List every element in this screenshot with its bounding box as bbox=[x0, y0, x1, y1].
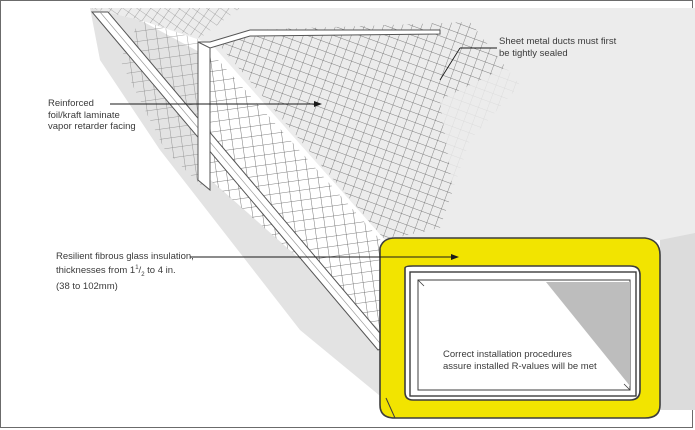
reinforced-facing-label-line-1: Reinforced bbox=[48, 98, 94, 109]
fraction-separator: / bbox=[138, 264, 142, 276]
fraction-denominator: 2 bbox=[141, 271, 145, 278]
insulation-label-line-3: (38 to 102mm) bbox=[56, 281, 118, 293]
insulation-thickness-prefix: thicknesses from 1 bbox=[56, 264, 136, 276]
insulation-label-line-2: thicknesses from 11/2 to 4 in. bbox=[56, 263, 194, 282]
sheet-metal-label: Sheet metal ducts must first be tightly … bbox=[499, 36, 616, 59]
procedures-label-line-1: Correct installation procedures bbox=[443, 349, 572, 360]
sheet-metal-label-line-2: be tightly sealed bbox=[499, 47, 568, 59]
insulation-thickness-suffix: to 4 in. bbox=[144, 264, 176, 276]
facing-mesh-top bbox=[220, 22, 520, 240]
leader-arrows bbox=[314, 101, 459, 260]
sheet-metal-label-line-1: Sheet metal ducts must first bbox=[499, 36, 617, 47]
reinforced-facing-label-line-2: foil/kraft laminate bbox=[48, 109, 120, 121]
facing-mesh-side bbox=[200, 40, 385, 330]
insulation-label: Resilient fibrous glass insulation, thic… bbox=[56, 251, 194, 293]
leader-lines bbox=[110, 47, 497, 258]
reinforced-facing-label-line-3: vapor retarder facing bbox=[48, 121, 136, 132]
duct-interior-shadow bbox=[546, 282, 630, 386]
insulation-layer bbox=[379, 237, 661, 419]
procedures-label-line-2: assure installed R-values will be met bbox=[443, 360, 597, 372]
procedures-label: Correct installation procedures assure i… bbox=[443, 349, 597, 372]
reinforced-facing-label: Reinforced foil/kraft laminate vapor ret… bbox=[48, 98, 136, 133]
insulation-label-line-1: Resilient fibrous glass insulation, bbox=[56, 251, 194, 262]
fraction-numerator: 1 bbox=[135, 264, 139, 271]
corner-tape bbox=[197, 41, 211, 192]
facing-mesh-upper-left bbox=[90, 8, 240, 38]
